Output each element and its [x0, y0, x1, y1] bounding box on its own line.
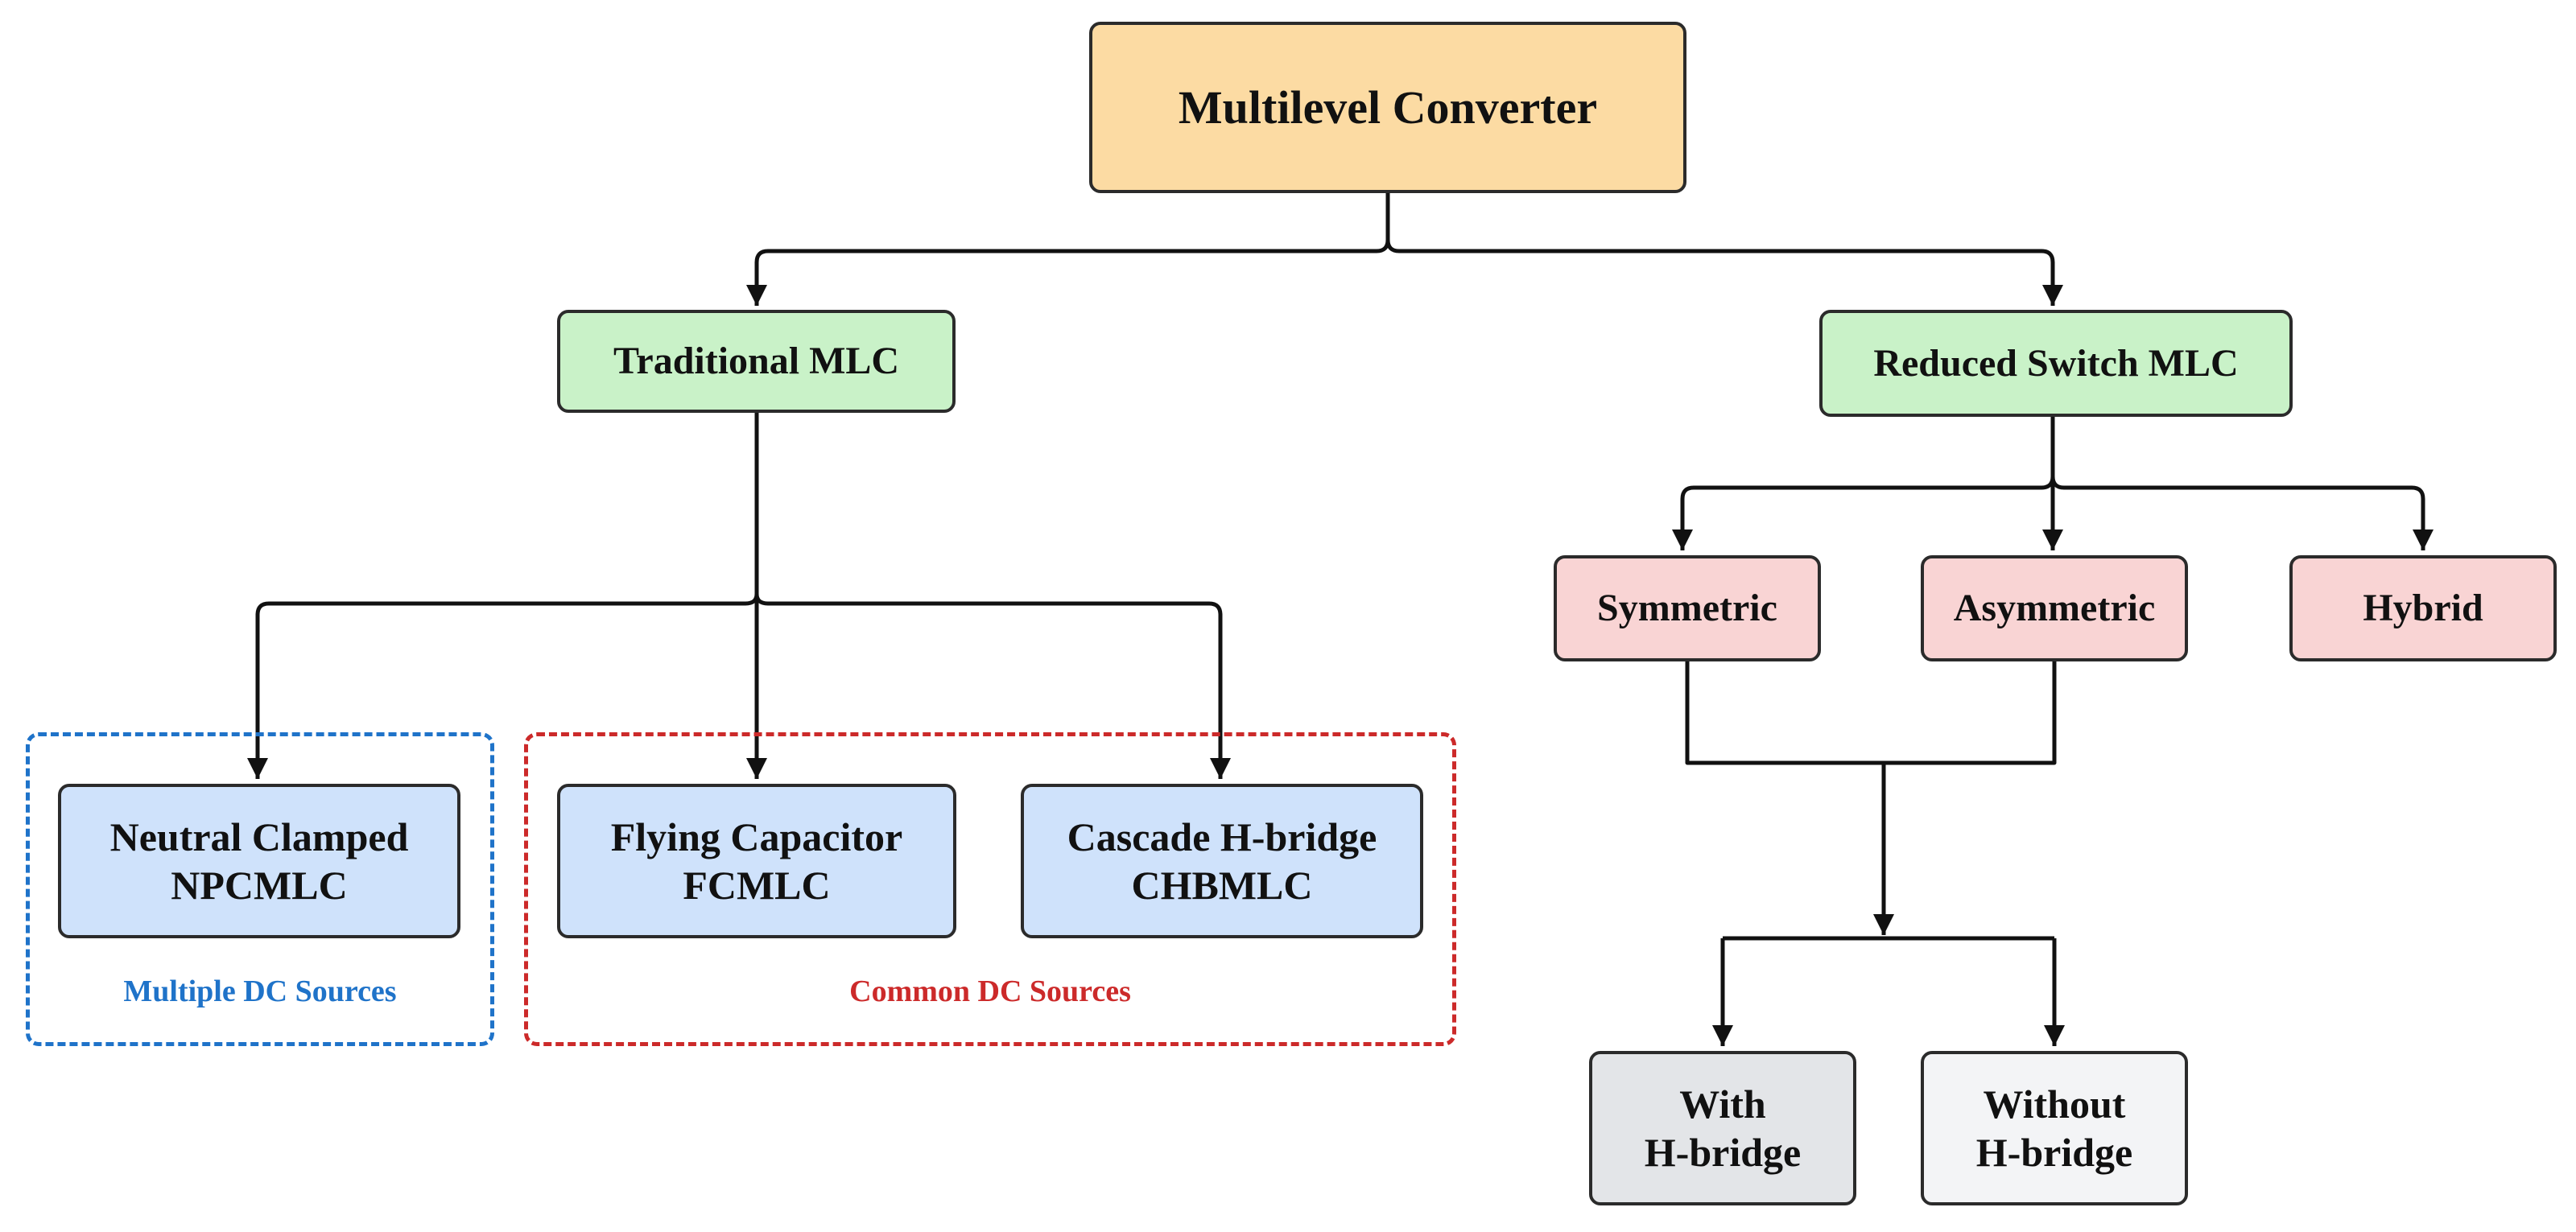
asymmetric-node: Asymmetric	[1921, 555, 2188, 661]
without-h-bridge-node: Without H-bridge	[1921, 1051, 2188, 1205]
npcmlc-line2: NPCMLC	[171, 863, 348, 908]
fcmlc-line1: Flying Capacitor	[610, 814, 903, 859]
npcmlc-line1: Neutral Clamped	[109, 814, 409, 859]
with-h-bridge-node: With H-bridge	[1589, 1051, 1856, 1205]
chbmlc-line1: Cascade H-bridge	[1067, 814, 1377, 859]
fcmlc-line2: FCMLC	[683, 863, 831, 908]
common-dc-sources-label: Common DC Sources	[849, 974, 1131, 1008]
multiple-dc-sources-group	[26, 732, 494, 1046]
multilevel-converter-node: Multilevel Converter	[1089, 22, 1686, 193]
root-to-reduced-connector	[1385, 239, 2063, 306]
hybrid-node: Hybrid	[2289, 555, 2557, 661]
symmetric-label: Symmetric	[1597, 587, 1777, 630]
reduced-to-hybrid-connector	[2050, 476, 2434, 550]
multilevel-converter-label: Multilevel Converter	[1178, 80, 1598, 134]
reduced-switch-mlc-node: Reduced Switch MLC	[1819, 310, 2293, 417]
traditional-mlc-label: Traditional MLC	[613, 340, 900, 383]
traditional-mlc-node: Traditional MLC	[557, 310, 956, 413]
chbmlc-node: Cascade H-bridge CHBMLC	[1021, 784, 1423, 938]
with-h-bridge-line2: H-bridge	[1644, 1130, 1802, 1175]
chbmlc-line2: CHBMLC	[1131, 863, 1313, 908]
asymmetric-label: Asymmetric	[1953, 587, 2156, 630]
reduced-switch-mlc-label: Reduced Switch MLC	[1873, 341, 2239, 385]
hybrid-label: Hybrid	[2363, 587, 2483, 630]
without-h-bridge-line1: Without	[1983, 1082, 2126, 1127]
symmetric-node: Symmetric	[1554, 555, 1821, 661]
multiple-dc-sources-label: Multiple DC Sources	[123, 974, 397, 1008]
reduced-to-symmetric-connector	[1672, 476, 2055, 550]
types-merge-connector	[1685, 661, 2057, 765]
without-h-bridge-line2: H-bridge	[1975, 1130, 2133, 1175]
npcmlc-node: Neutral Clamped NPCMLC	[58, 784, 460, 938]
fcmlc-node: Flying Capacitor FCMLC	[557, 784, 956, 938]
with-h-bridge-line1: With	[1679, 1082, 1766, 1127]
traditional-to-chb-connector	[754, 593, 1231, 779]
common-dc-sources-group	[524, 732, 1456, 1046]
root-to-traditional-connector	[746, 239, 1390, 306]
